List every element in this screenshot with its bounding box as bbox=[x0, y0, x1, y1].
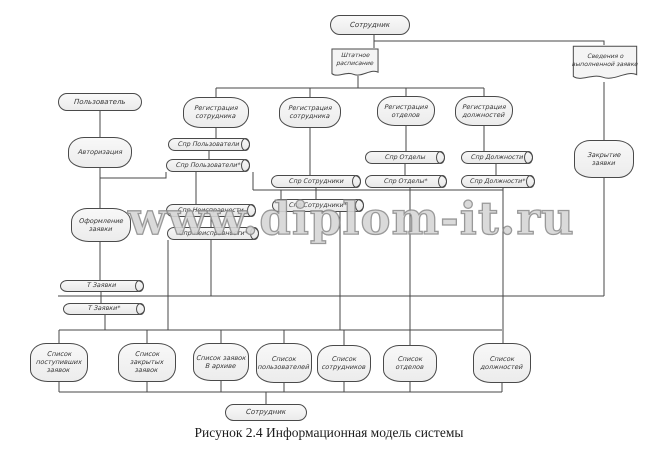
node-label: Регистрация сотрудника bbox=[194, 104, 239, 121]
node-label: Сведения о выполненной заявке bbox=[571, 52, 639, 68]
node-label: Закрытие заявки bbox=[587, 150, 622, 167]
node-staff-schedule-document: Штатное расписание bbox=[331, 48, 379, 79]
node-list-departments: Список отделов bbox=[383, 345, 437, 382]
node-label: Оформление заявки bbox=[78, 216, 124, 233]
node-dir-employees-copy: Спр Сотрудники* bbox=[272, 199, 364, 212]
node-label: Штатное расписание bbox=[336, 52, 374, 67]
node-dir-positions: Спр Должности bbox=[461, 151, 533, 164]
node-employee-top: Сотрудник bbox=[330, 15, 410, 35]
node-label: Список закрытых заявок bbox=[130, 350, 164, 375]
node-label: Пользователь bbox=[73, 97, 127, 106]
node-reg-positions: Регистрация должностей bbox=[455, 96, 513, 126]
node-label: Список должностей bbox=[480, 354, 524, 371]
node-list-users: Список пользователей bbox=[256, 343, 312, 383]
node-authorization: Авторизация bbox=[68, 137, 132, 168]
node-label: Регистрация отделов bbox=[384, 102, 429, 119]
node-dir-employees: Спр Сотрудники bbox=[271, 175, 361, 188]
node-list-employees: Список сотрудников bbox=[317, 345, 371, 382]
node-label: Спр Пользователи* bbox=[175, 161, 241, 169]
node-request-entry: Оформление заявки bbox=[71, 208, 131, 242]
node-label: Спр Должности* bbox=[470, 177, 526, 185]
node-dir-departments-copy: Спр Отделы* bbox=[365, 175, 447, 188]
node-dir-users-copy: Спр Пользователи* bbox=[166, 159, 250, 172]
node-close-request: Закрытие заявки bbox=[574, 140, 634, 178]
node-list-archive: Список заявок В архиве bbox=[193, 343, 249, 381]
node-label: Регистрация сотрудника bbox=[288, 104, 333, 121]
node-completed-request-document: Сведения о выполненной заявке bbox=[572, 45, 638, 83]
node-dir-users: Спр Пользователи bbox=[168, 138, 250, 151]
node-label: Спр Отделы bbox=[384, 153, 426, 161]
node-label: Список отделов bbox=[395, 355, 425, 372]
node-label: Спр Должности bbox=[470, 153, 524, 161]
node-label: Спр Сотрудники bbox=[288, 177, 344, 185]
node-dir-faults-copy: Спр Неисправности* bbox=[167, 227, 259, 240]
node-list-positions: Список должностей bbox=[473, 343, 531, 383]
node-label: Сотрудник bbox=[245, 408, 287, 417]
node-dir-departments: Спр Отделы bbox=[365, 151, 445, 164]
figure-caption: Рисунок 2.4 Информационная модель систем… bbox=[194, 425, 464, 440]
node-list-incoming: Список поступивших заявок bbox=[30, 343, 88, 382]
node-label: Список сотрудников bbox=[321, 355, 366, 372]
node-label: Спр Пользователи bbox=[178, 140, 240, 148]
node-label: Сотрудник bbox=[349, 20, 391, 29]
watermark: www.diplom-it.ru bbox=[127, 191, 575, 245]
node-label: Спр Отделы* bbox=[384, 177, 429, 185]
node-user: Пользователь bbox=[58, 93, 142, 111]
node-employee-bottom: Сотрудник bbox=[225, 404, 307, 421]
document-shape-icon bbox=[572, 45, 638, 83]
node-list-closed: Список закрытых заявок bbox=[118, 343, 176, 382]
node-label: Т Заявки bbox=[87, 282, 117, 290]
node-t-requests-copy: Т Заявки* bbox=[63, 303, 145, 315]
node-dir-faults: Спр Неисправности bbox=[166, 204, 256, 217]
node-label: Т Заявки* bbox=[87, 305, 121, 313]
node-label: Список пользователей bbox=[257, 354, 310, 371]
document-shape-icon bbox=[331, 48, 379, 79]
node-label: Список заявок В архиве bbox=[196, 353, 247, 370]
node-label: Регистрация должностей bbox=[462, 102, 507, 119]
node-label: Список поступивших заявок bbox=[35, 350, 83, 375]
node-reg-departments: Регистрация отделов bbox=[377, 96, 435, 126]
node-reg-employee-1: Регистрация сотрудника bbox=[183, 97, 249, 128]
node-dir-positions-copy: Спр Должности* bbox=[461, 175, 535, 188]
node-t-requests: Т Заявки bbox=[60, 280, 144, 292]
node-label: Авторизация bbox=[77, 148, 123, 157]
node-reg-employee-2: Регистрация сотрудника bbox=[279, 97, 341, 128]
